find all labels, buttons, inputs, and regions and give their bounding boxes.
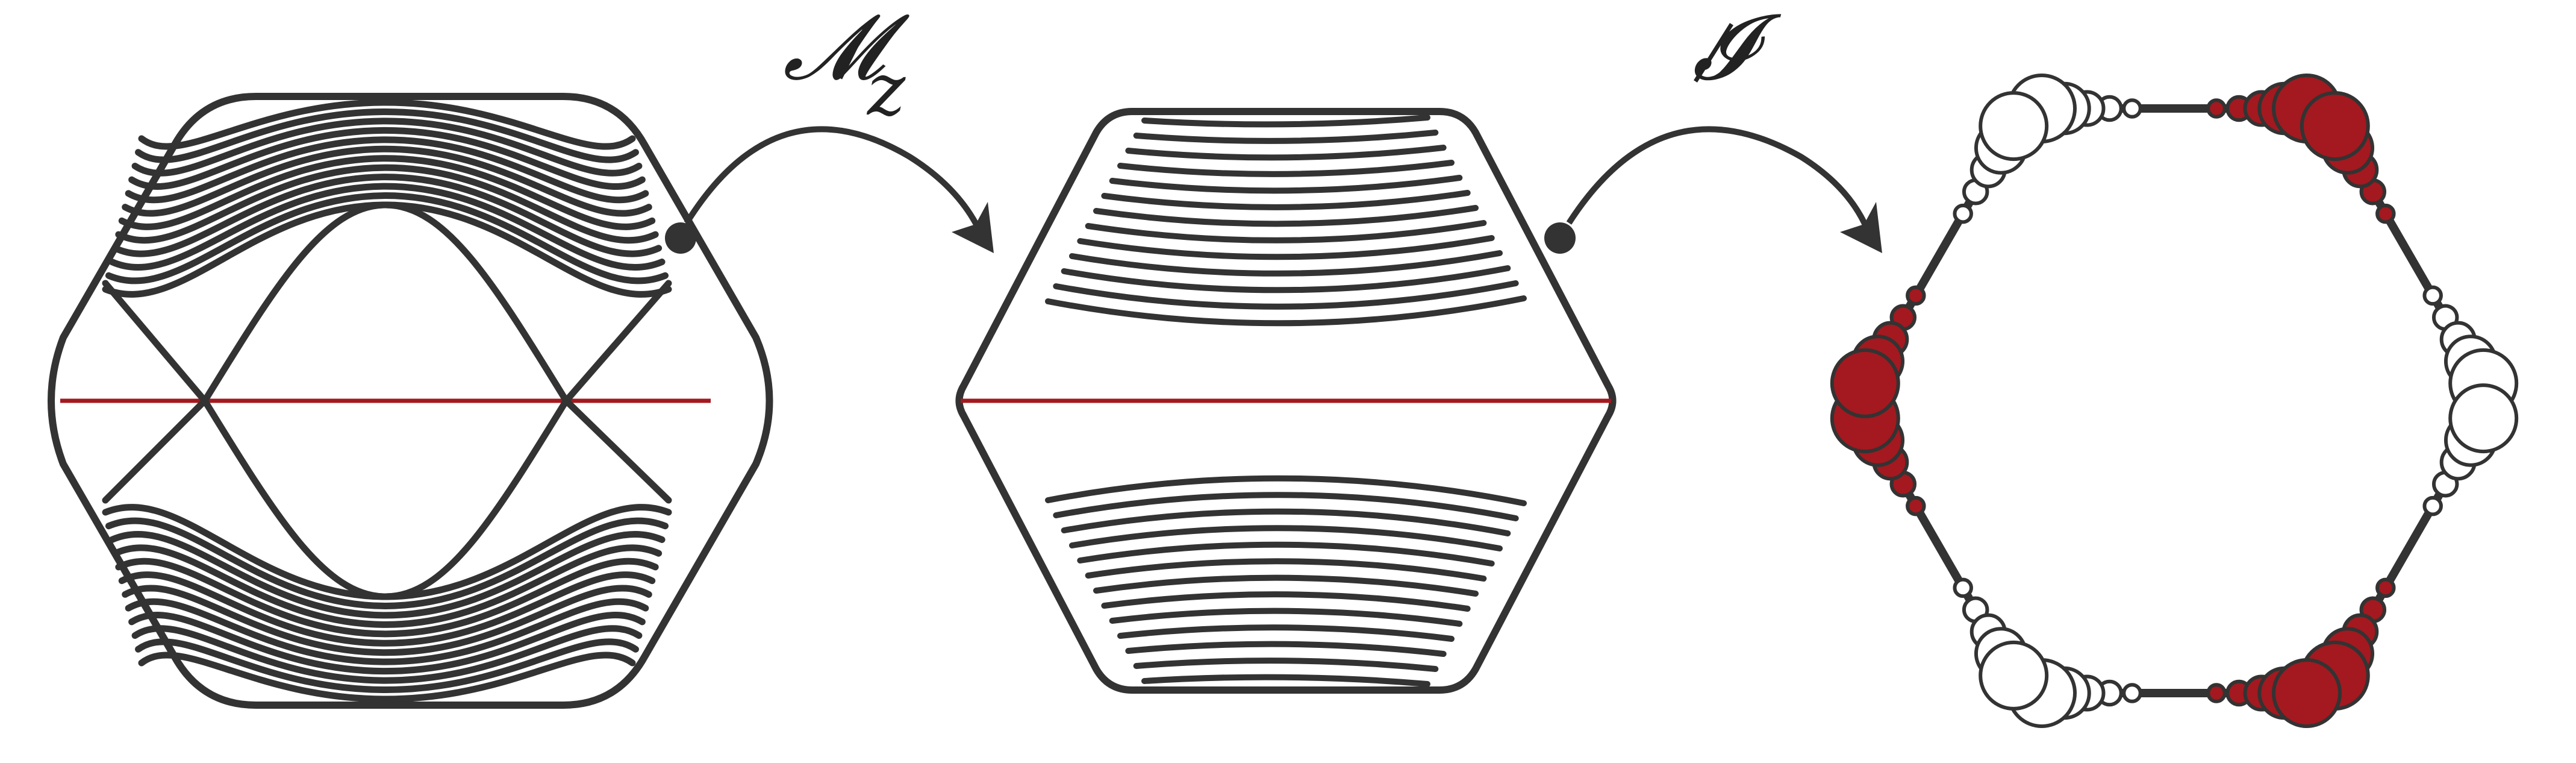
edge-weight-empty bbox=[2122, 98, 2142, 119]
lower-band-line bbox=[125, 598, 649, 665]
upper-gapped-band bbox=[1045, 295, 1527, 327]
corner-states-panel bbox=[1830, 74, 2519, 728]
lower-band-line bbox=[108, 530, 666, 619]
upper-band-line bbox=[131, 118, 643, 177]
edge-weight-filled bbox=[1830, 348, 1900, 418]
edge-weight-filled bbox=[2300, 91, 2370, 162]
lower-gapped-band bbox=[1053, 492, 1519, 521]
gapless-spectrum-panel bbox=[48, 93, 773, 709]
edge-weight-filled bbox=[2206, 683, 2227, 703]
edge-weight-empty bbox=[2422, 285, 2443, 306]
upper-gapped-band bbox=[1141, 115, 1430, 128]
upper-gapped-band bbox=[1101, 190, 1471, 210]
edge-weight-filled bbox=[2375, 203, 2396, 224]
edge-weight-empty bbox=[2448, 383, 2519, 454]
arrowhead-inversion bbox=[1840, 202, 1882, 253]
edge-weight-filled bbox=[1906, 285, 1926, 306]
upper-gapped-band bbox=[1069, 250, 1503, 277]
edge-weight-filled bbox=[2375, 577, 2396, 598]
band-lines-gapless bbox=[102, 99, 672, 703]
lower-gapped-band bbox=[1109, 608, 1463, 627]
upper-band-line bbox=[105, 192, 669, 284]
upper-gapped-band bbox=[1125, 145, 1447, 161]
crossing-band-right bbox=[561, 280, 672, 504]
upper-gapped-band bbox=[1061, 265, 1511, 294]
upper-dirac-band bbox=[201, 201, 570, 404]
upper-band-line bbox=[108, 183, 666, 271]
upper-gapped-band bbox=[1109, 175, 1463, 194]
lower-gapped-band bbox=[1085, 558, 1487, 582]
lower-band-line bbox=[135, 638, 639, 694]
curved-arrow-mirror bbox=[684, 126, 982, 231]
upper-gapped-band bbox=[1085, 220, 1487, 243]
upper-band-line bbox=[118, 155, 656, 230]
upper-band-line bbox=[138, 99, 636, 150]
lower-band-line bbox=[138, 652, 636, 703]
lower-gapped-band bbox=[1093, 574, 1479, 597]
upper-gapped-band bbox=[1093, 205, 1479, 227]
lower-gapped-band bbox=[1125, 641, 1447, 657]
lower-dirac-band bbox=[201, 397, 570, 600]
upper-band-line bbox=[135, 108, 639, 163]
edge-weight-empty bbox=[1979, 640, 2049, 711]
edge-weight-filled bbox=[1906, 495, 1926, 517]
inversion-strike bbox=[1694, 23, 1733, 83]
lower-band-line bbox=[111, 544, 663, 628]
lower-gapped-band bbox=[1101, 591, 1471, 612]
brillouin-zone-outline-gapped bbox=[955, 108, 1617, 694]
edge-weight-empty bbox=[2422, 495, 2443, 517]
lower-gapped-band bbox=[1061, 508, 1511, 536]
hexagon-edge-outline bbox=[1850, 104, 2499, 697]
mirror-subscript-label: z bbox=[866, 48, 906, 132]
band-lines-gapped bbox=[1045, 115, 1527, 687]
lower-gapped-band bbox=[1117, 624, 1455, 642]
upper-gapped-band bbox=[1077, 235, 1495, 260]
arrowhead-mirror bbox=[952, 202, 994, 253]
lower-band-line bbox=[115, 557, 659, 638]
arrow-start-dot-2 bbox=[1544, 222, 1576, 254]
upper-gapped-band bbox=[1133, 130, 1439, 144]
inversion-symbol-label: 𝓘 bbox=[1692, 0, 1782, 100]
upper-band-line bbox=[128, 127, 646, 190]
upper-band-line bbox=[111, 174, 663, 257]
upper-band-line bbox=[125, 136, 649, 204]
mirror-strike bbox=[838, 23, 870, 80]
lower-band-line bbox=[122, 585, 652, 656]
brillouin-zone-outline-gapless bbox=[48, 93, 773, 709]
lower-gapped-band bbox=[1133, 658, 1439, 672]
upper-gapped-band bbox=[1053, 280, 1519, 310]
upper-band-line bbox=[122, 145, 652, 217]
lower-gapped-band bbox=[1141, 674, 1430, 687]
arrow-start-dot bbox=[665, 222, 696, 254]
lower-band-line bbox=[105, 517, 669, 609]
lower-band-line bbox=[128, 612, 646, 675]
gapped-spectrum-panel bbox=[955, 108, 1617, 694]
lower-gapped-band bbox=[1069, 525, 1503, 551]
lower-gapped-band bbox=[1045, 475, 1527, 506]
lower-band-line bbox=[118, 571, 656, 647]
crossing-band-left bbox=[102, 280, 210, 504]
edge-weight-empty bbox=[2122, 683, 2142, 703]
mirror-symmetry-arrow: 𝓜 z bbox=[665, 0, 994, 254]
upper-gapped-band bbox=[1117, 160, 1455, 177]
edge-weight-circles bbox=[1830, 74, 2519, 728]
edge-weight-empty bbox=[1953, 577, 1973, 598]
upper-band-line bbox=[115, 164, 659, 244]
lower-gapped-band bbox=[1077, 541, 1495, 567]
edge-weight-empty bbox=[1953, 203, 1973, 224]
edge-weight-filled bbox=[2272, 658, 2342, 728]
edge-weight-empty bbox=[1979, 91, 2049, 162]
edge-weight-filled bbox=[2206, 98, 2227, 119]
inversion-symmetry-arrow: 𝓘 bbox=[1544, 0, 1882, 254]
curved-arrow-inversion bbox=[1566, 126, 1870, 230]
lower-band-line bbox=[131, 625, 643, 684]
